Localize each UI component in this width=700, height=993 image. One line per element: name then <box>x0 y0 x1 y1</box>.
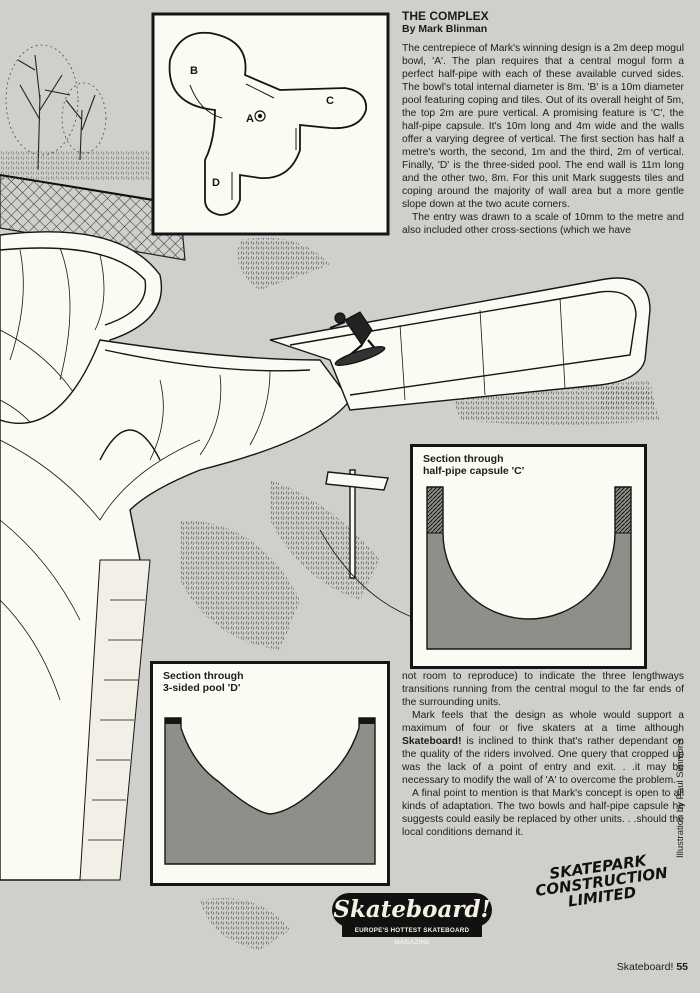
plan-label-a: A <box>246 113 254 125</box>
article-paragraph: The entry was drawn to a scale of 10mm t… <box>402 212 684 236</box>
section-pool-diagram <box>164 717 376 865</box>
section-capsule-box: Section through half-pipe capsule 'C' <box>410 444 647 669</box>
grass-left <box>0 150 150 180</box>
article-continuation: not room to reproduce) to indicate the t… <box>402 670 684 839</box>
section-pool-title: Section through 3-sided pool 'D' <box>163 670 244 694</box>
article-paragraph: Mark feels that the design as whole woul… <box>402 710 684 786</box>
capsule-c-illustration <box>269 277 655 411</box>
plan-inset-box <box>151 12 390 236</box>
section-capsule-title: Section through half-pipe capsule 'C' <box>423 453 525 477</box>
article-paragraph: not room to reproduce) to indicate the t… <box>402 671 684 708</box>
grass-patch <box>180 520 300 650</box>
article-paragraph: A final point to mention is that Mark's … <box>402 788 684 838</box>
article-byline: By Mark Blinman <box>402 23 488 35</box>
plan-label-c: C <box>326 95 334 107</box>
plan-label-b: B <box>190 65 198 77</box>
article-paragraph: The centrepiece of Mark's winning design… <box>402 43 684 210</box>
section-pool-box: Section through 3-sided pool 'D' <box>150 661 390 886</box>
page-footer: Skateboard! 55 <box>617 961 688 973</box>
grass-patch <box>237 237 330 290</box>
grass-patch <box>200 898 290 950</box>
article-title: THE COMPLEX <box>402 9 489 23</box>
page-number: 55 <box>676 961 688 973</box>
section-capsule-diagram <box>426 486 632 650</box>
illustration-credit: Illustration by Paul Simmons <box>675 738 686 858</box>
skater-figure <box>329 311 386 366</box>
footer-magazine: Skateboard! <box>616 961 674 973</box>
tree-left <box>5 44 107 171</box>
skateboard-magazine-logo: Skateboard! EUROPE'S HOTTEST SKATEBOARD … <box>332 893 492 946</box>
plan-diagram <box>168 31 368 216</box>
article-column: THE COMPLEX By Mark Blinman The centrepi… <box>402 10 684 237</box>
signpost <box>319 469 421 621</box>
plan-label-d: D <box>212 177 220 189</box>
bowl-a-illustration <box>0 339 351 881</box>
